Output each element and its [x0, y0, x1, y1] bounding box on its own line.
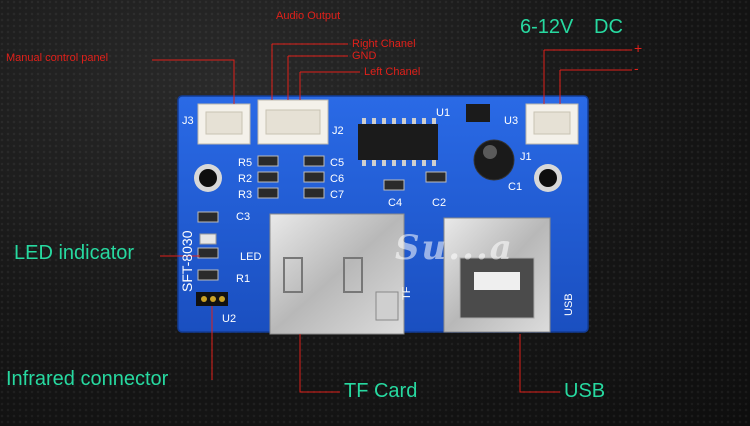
silk-u3: U3	[504, 115, 518, 127]
silk-c5: C5	[330, 157, 344, 169]
label-minus: -	[634, 60, 639, 76]
silk-c2: C2	[432, 197, 446, 209]
silk-model: SFT-8030	[179, 230, 195, 292]
label-audio-output: Audio Output	[276, 10, 341, 22]
led-component	[199, 233, 217, 245]
label-infrared-connector: Infrared connector	[6, 368, 169, 390]
silk-c7: C7	[330, 189, 344, 201]
label-usb: USB	[564, 380, 606, 402]
label-tf-card: TF Card	[344, 380, 418, 402]
watermark-text: Su...a	[395, 228, 514, 268]
label-plus: +	[634, 40, 643, 56]
silk-j3: J3	[182, 115, 194, 127]
label-power-voltage: 6-12V	[520, 16, 574, 38]
silk-c4: C4	[388, 197, 402, 209]
silk-j2: J2	[332, 125, 344, 137]
label-led-indicator: LED indicator	[14, 242, 135, 264]
label-manual-control-panel: Manual control panel	[6, 52, 109, 64]
u3-regulator	[466, 104, 490, 122]
silk-r5: R5	[238, 157, 252, 169]
silk-r1: R1	[236, 273, 250, 285]
silk-c1: C1	[508, 181, 522, 193]
silk-u1: U1	[436, 107, 450, 119]
silk-r2: R2	[238, 173, 252, 185]
silk-r3: R3	[238, 189, 252, 201]
u1-chip	[358, 124, 438, 160]
silk-led: LED	[240, 251, 261, 263]
label-gnd: GND	[352, 50, 377, 62]
c1-capacitor	[473, 139, 515, 181]
silk-tf: TF	[401, 286, 413, 300]
silk-j1: J1	[520, 151, 532, 163]
silk-usb: USB	[563, 293, 575, 316]
silk-c3: C3	[236, 211, 250, 223]
silk-c6: C6	[330, 173, 344, 185]
silk-u2: U2	[222, 313, 236, 325]
label-left-chanel: Left Chanel	[364, 66, 421, 78]
label-power-type: DC	[594, 16, 623, 38]
label-right-chanel: Right Chanel	[352, 38, 416, 50]
